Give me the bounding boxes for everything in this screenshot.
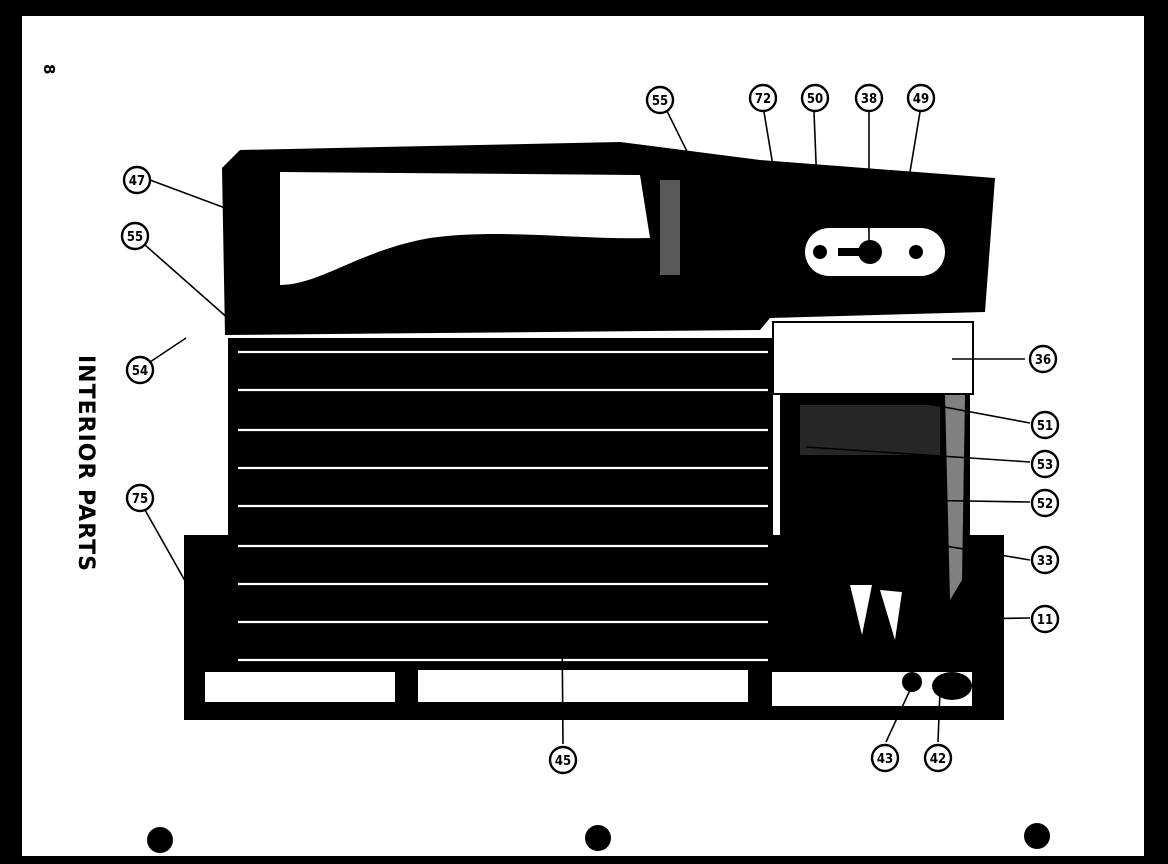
callout-55-top: 55 [645, 85, 675, 115]
page-number: 8 [40, 64, 58, 75]
callout-38: 38 [854, 83, 884, 113]
callout-50-label: 50 [807, 92, 823, 107]
callout-52: 52 [1030, 488, 1060, 518]
mounting-hole-left [147, 827, 173, 853]
callout-38-label: 38 [861, 92, 877, 107]
callout-53-label: 53 [1037, 458, 1053, 473]
drain-hose [932, 672, 972, 700]
evaporator-coil [228, 338, 773, 670]
control-compartment [780, 394, 970, 644]
section-title: INTERIOR PARTS [73, 355, 98, 572]
callout-52-label: 52 [1037, 497, 1053, 512]
leader-lines [144, 110, 1031, 745]
callout-43: 43 [870, 743, 900, 773]
drain-fitting [902, 672, 922, 692]
callout-72-label: 72 [755, 92, 771, 107]
callout-36-label: 36 [1035, 353, 1051, 368]
callout-54-label: 54 [132, 364, 148, 379]
callout-53: 53 [1030, 449, 1060, 479]
callout-42-label: 42 [930, 752, 946, 767]
mounting-hole-right [1024, 823, 1050, 849]
callout-43-label: 43 [877, 752, 893, 767]
callout-72: 72 [748, 83, 778, 113]
callout-55-left-label: 55 [127, 230, 143, 245]
mounting-hole-center [585, 825, 611, 851]
callout-45: 45 [548, 745, 578, 775]
unit-photo [147, 142, 1050, 853]
callout-55-left: 55 [120, 221, 150, 251]
callout-47-label: 47 [129, 174, 145, 189]
callout-49: 49 [906, 83, 936, 113]
callout-33: 33 [1030, 545, 1060, 575]
callout-50: 50 [800, 83, 830, 113]
callout-55-top-label: 55 [652, 94, 668, 109]
callout-49-label: 49 [913, 92, 929, 107]
callout-11: 11 [1030, 604, 1060, 634]
callout-47: 47 [122, 165, 152, 195]
callout-36: 36 [1028, 344, 1058, 374]
callout-51-label: 51 [1037, 419, 1053, 434]
callout-75: 75 [125, 483, 155, 513]
callout-75-label: 75 [132, 492, 148, 507]
callout-51: 51 [1030, 410, 1060, 440]
callout-45-label: 45 [555, 754, 571, 769]
callout-11-label: 11 [1037, 613, 1053, 628]
callout-33-label: 33 [1037, 554, 1053, 569]
callout-42: 42 [923, 743, 953, 773]
control-compartment-cover [772, 321, 974, 395]
callout-54: 54 [125, 355, 155, 385]
